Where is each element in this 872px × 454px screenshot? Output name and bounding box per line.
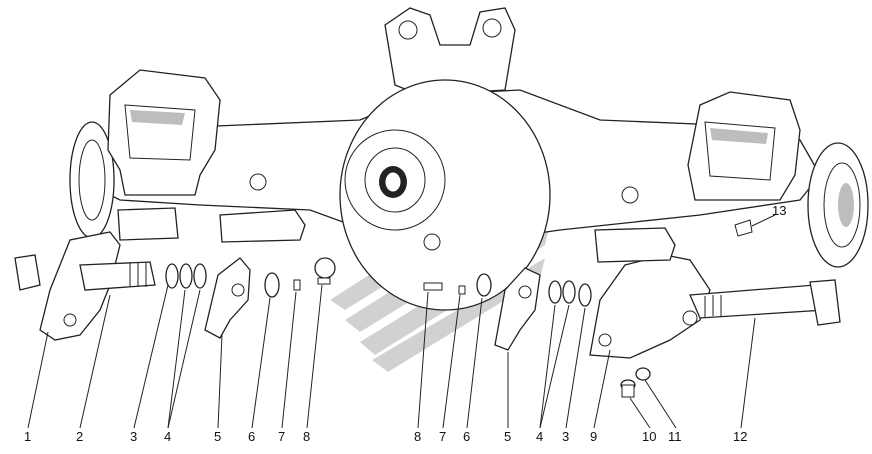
- left-parts: [14, 207, 336, 341]
- callout-11: 11: [668, 429, 682, 444]
- callout-3-right: 3: [562, 429, 569, 444]
- callout-1: 1: [24, 429, 31, 444]
- callout-3: 3: [130, 429, 137, 444]
- callout-5: 5: [214, 429, 221, 444]
- callout-6: 6: [248, 429, 255, 444]
- callout-2: 2: [76, 429, 83, 444]
- callout-9: 9: [590, 429, 597, 444]
- callout-7-right: 7: [439, 429, 446, 444]
- callout-labels: 1 2 3 4 5 6 7 8 8 7 6 5 4 3 9 10 11 12 1…: [24, 203, 786, 444]
- axle-housing: [69, 7, 869, 311]
- callout-13: 13: [772, 203, 786, 218]
- callout-10: 10: [642, 429, 656, 444]
- callout-12: 12: [733, 429, 747, 444]
- callout-8: 8: [303, 429, 310, 444]
- callout-4-right: 4: [536, 429, 543, 444]
- leader-lines: [27, 214, 776, 429]
- callout-6-right: 6: [463, 429, 470, 444]
- callout-7: 7: [278, 429, 285, 444]
- callout-8-right: 8: [414, 429, 421, 444]
- callout-4: 4: [164, 429, 171, 444]
- callout-5-right: 5: [504, 429, 511, 444]
- right-parts: [423, 219, 841, 398]
